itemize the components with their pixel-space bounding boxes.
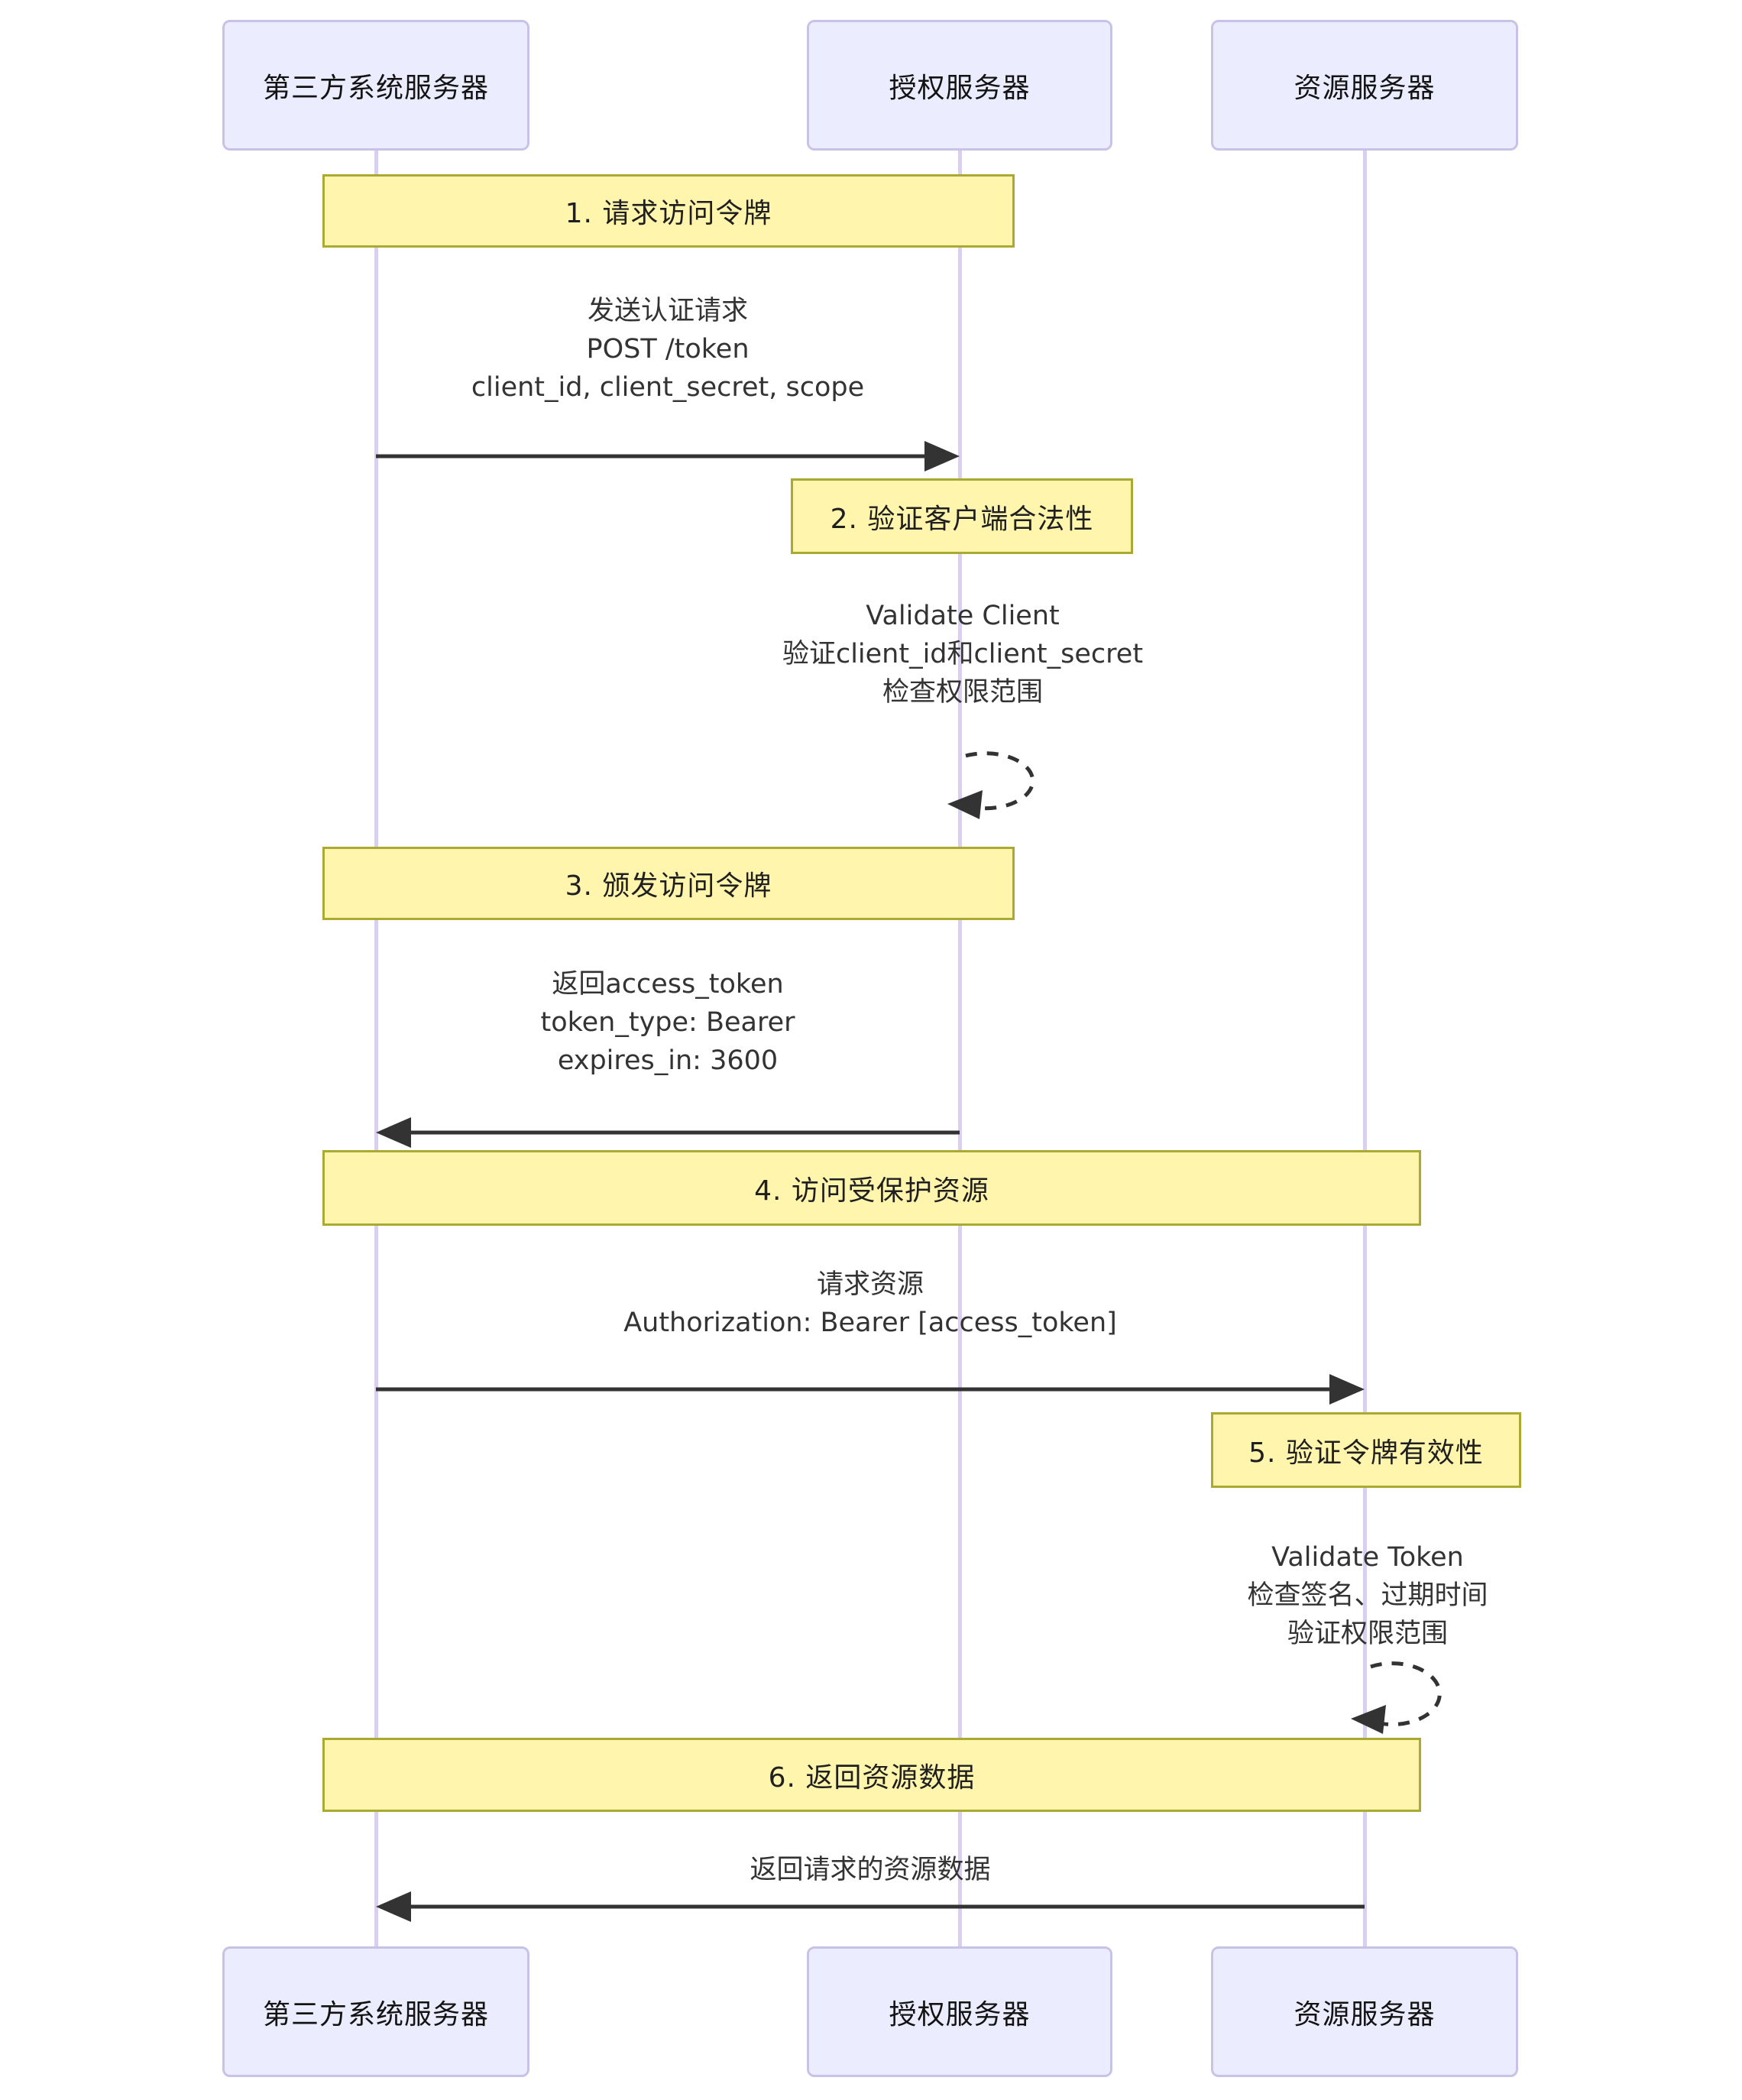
message-line: 检查签名、过期时间	[1247, 1580, 1488, 1611]
message-line: 请求资源	[816, 1269, 924, 1300]
message-label-3: 返回access_token token_type: Bearer expire…	[286, 965, 1050, 1080]
note-4-access-protected-resource: 4. 访问受保护资源	[322, 1150, 1421, 1226]
actor-third-party-server-bottom: 第三方系统服务器	[222, 1946, 529, 2077]
message-line: 返回请求的资源数据	[750, 1855, 991, 1885]
message-arrow-2	[376, 1117, 960, 1148]
message-line: 检查权限范围	[882, 677, 1043, 708]
note-6-return-resource-data: 6. 返回资源数据	[322, 1738, 1421, 1812]
note-1-request-access-token: 1. 请求访问令牌	[322, 174, 1015, 248]
message-line: Validate Token	[1271, 1542, 1464, 1573]
message-arrow-3	[376, 1374, 1365, 1405]
note-2-validate-client: 2. 验证客户端合法性	[791, 478, 1133, 554]
message-line: POST /token	[586, 334, 750, 365]
message-arrow-4	[376, 1891, 1365, 1922]
actor-resource-server-top: 资源服务器	[1211, 20, 1518, 151]
message-label-1: 发送认证请求 POST /token client_id, client_sec…	[286, 292, 1050, 407]
message-line: Authorization: Bearer [access_token]	[623, 1308, 1117, 1338]
message-line: 验证权限范围	[1287, 1619, 1448, 1649]
note-3-issue-access-token: 3. 颁发访问令牌	[322, 847, 1015, 920]
message-line: token_type: Bearer	[540, 1007, 795, 1038]
message-label-4: 请求资源 Authorization: Bearer [access_token…	[374, 1266, 1367, 1342]
message-line: 返回access_token	[552, 969, 784, 1000]
message-label-6: 返回请求的资源数据	[374, 1851, 1367, 1889]
note-5-validate-token: 5. 验证令牌有效性	[1211, 1412, 1521, 1488]
lifeline-third-party-server	[374, 151, 378, 1946]
actor-auth-server-top: 授权服务器	[807, 20, 1112, 151]
message-label-5: Validate Token 检查签名、过期时间 验证权限范围	[1100, 1538, 1635, 1653]
actor-auth-server-bottom: 授权服务器	[807, 1946, 1112, 2077]
message-arrow-1	[376, 441, 960, 472]
message-line: client_id, client_secret, scope	[471, 372, 865, 403]
message-line: 验证client_id和client_secret	[782, 639, 1144, 669]
lifeline-auth-server	[958, 151, 962, 1946]
message-line: expires_in: 3600	[557, 1045, 779, 1076]
message-line: Validate Client	[866, 601, 1060, 631]
message-label-2: Validate Client 验证client_id和client_secre…	[619, 597, 1306, 711]
lifeline-resource-server	[1363, 151, 1367, 1946]
actor-resource-server-bottom: 资源服务器	[1211, 1946, 1518, 2077]
actor-third-party-server-top: 第三方系统服务器	[222, 20, 529, 151]
message-line: 发送认证请求	[587, 296, 748, 326]
